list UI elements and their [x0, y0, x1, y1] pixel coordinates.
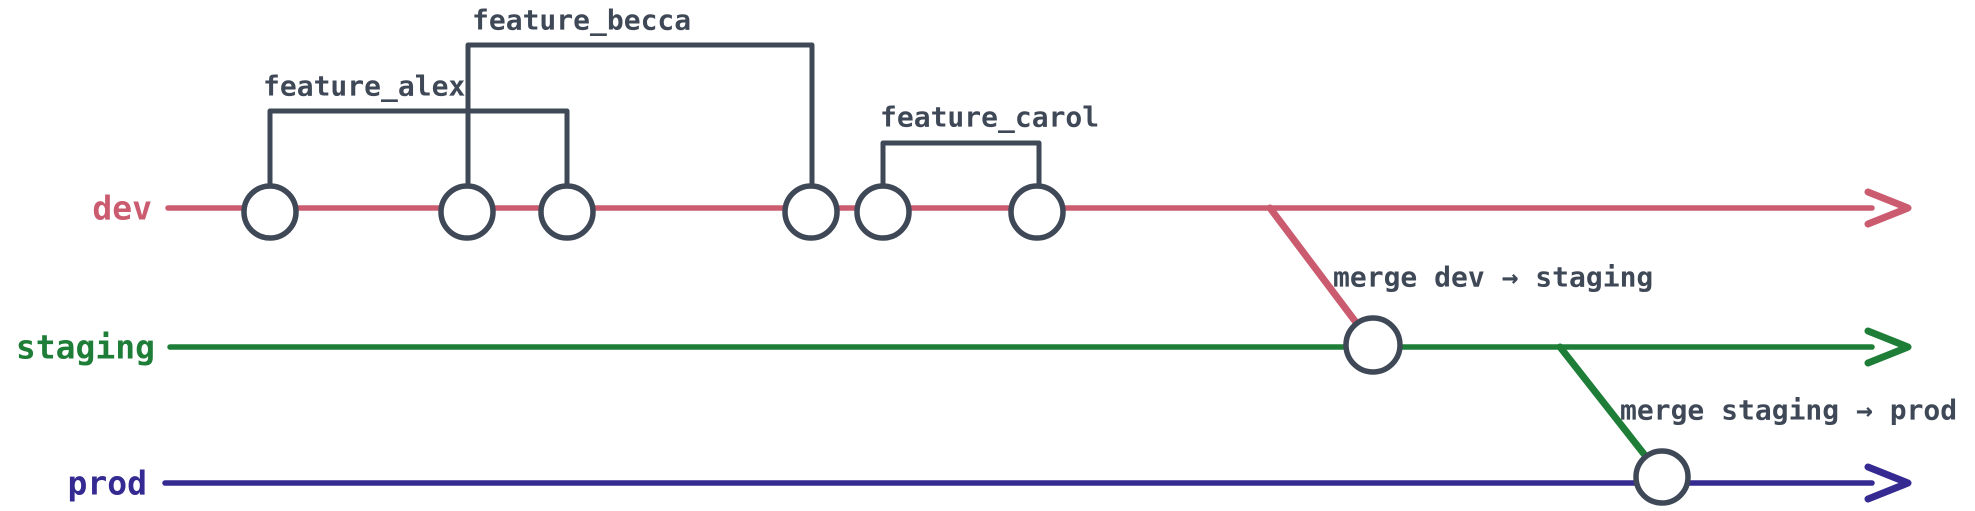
branch-arrowhead-dev [1864, 188, 1912, 228]
commit-node-dev [1008, 183, 1066, 241]
commit-node-dev [782, 183, 840, 241]
commit-node-dev [438, 183, 496, 241]
branch-label-prod: prod [68, 464, 147, 503]
feature-bracket [880, 140, 1042, 191]
feature-bracket [267, 108, 570, 191]
feature-label: feature_alex [263, 70, 465, 103]
commit-node-dev [241, 183, 299, 241]
merge-label: merge staging → prod [1620, 394, 1957, 427]
branch-label-staging: staging [16, 328, 155, 367]
branch-arrowhead-staging [1864, 327, 1912, 367]
feature-label: feature_carol [880, 101, 1099, 134]
branch-label-dev: dev [92, 189, 152, 228]
commit-node-dev [538, 183, 596, 241]
branch-arrowhead-prod [1864, 463, 1912, 503]
commit-node-staging [1343, 315, 1403, 375]
merge-label: merge dev → staging [1333, 261, 1653, 294]
feature-label: feature_becca [472, 4, 691, 37]
commit-node-prod [1633, 448, 1691, 506]
feature-bracket [465, 42, 815, 191]
commit-node-dev [854, 183, 912, 241]
